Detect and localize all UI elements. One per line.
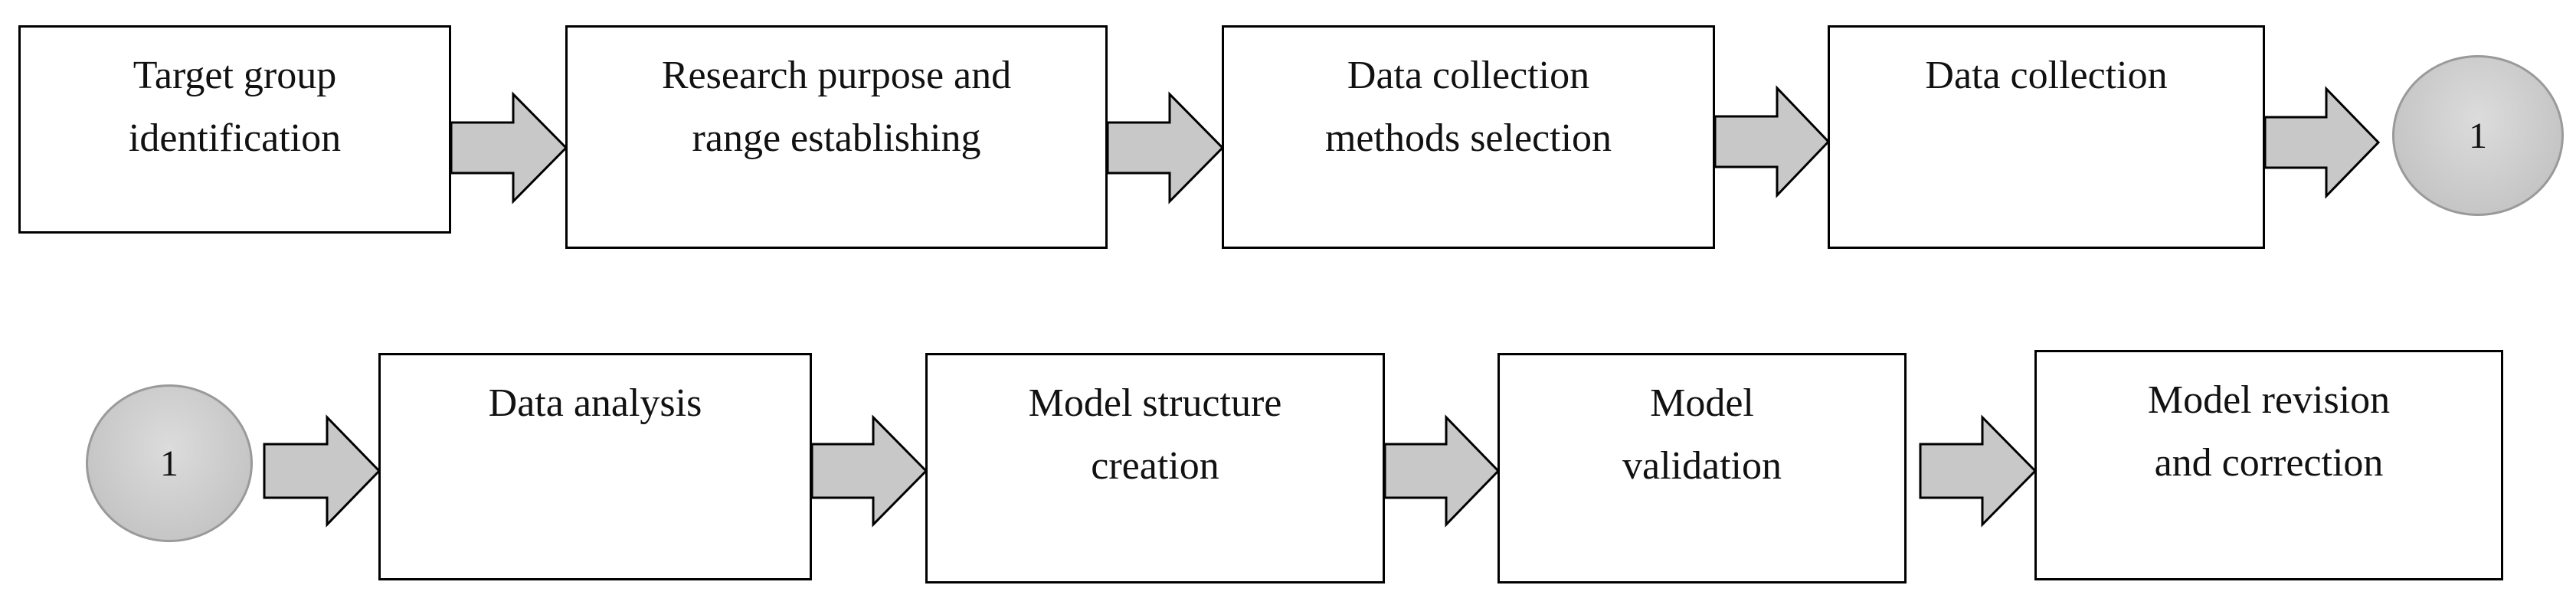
step-label-line: Model — [1650, 381, 1754, 425]
step-methods-selection: Data collection methods selection — [1222, 25, 1715, 249]
step-label-line: Data collection — [1925, 54, 2168, 97]
arrow-right-icon — [1714, 85, 1831, 198]
arrow-right-icon — [810, 414, 928, 528]
arrow-right-icon — [1383, 414, 1501, 528]
step-model-revision: Model revision and correction — [2034, 350, 2503, 580]
step-target-group: Target group identification — [18, 25, 451, 234]
step-label-line: range establishing — [692, 116, 981, 160]
arrow-right-icon — [263, 414, 381, 528]
step-label-line: Research purpose and — [661, 54, 1012, 97]
step-label-line: validation — [1622, 444, 1782, 488]
connector-label: 1 — [160, 443, 178, 484]
arrow-right-icon — [1106, 91, 1225, 204]
step-label-line: Model structure — [1028, 381, 1282, 425]
connector-label: 1 — [2469, 115, 2487, 156]
connector-out: 1 — [2392, 55, 2564, 216]
step-label-line: creation — [1091, 444, 1219, 488]
step-model-structure: Model structure creation — [925, 353, 1385, 583]
step-label-line: Data analysis — [488, 381, 702, 425]
step-data-collection: Data collection — [1828, 25, 2265, 249]
arrow-right-icon — [450, 91, 568, 204]
step-label-line: and correction — [2154, 441, 2384, 485]
connector-in: 1 — [86, 384, 253, 542]
step-label-line: Model revision — [2147, 378, 2391, 422]
step-label-line: Data collection — [1347, 54, 1590, 97]
step-data-analysis: Data analysis — [378, 353, 812, 580]
step-model-validation: Model validation — [1497, 353, 1907, 583]
step-label-line: identification — [128, 116, 342, 160]
arrow-right-icon — [2263, 86, 2381, 199]
step-label-line: Target group — [133, 54, 337, 97]
step-label-line: methods selection — [1324, 116, 1612, 160]
arrow-right-icon — [1919, 414, 2038, 528]
